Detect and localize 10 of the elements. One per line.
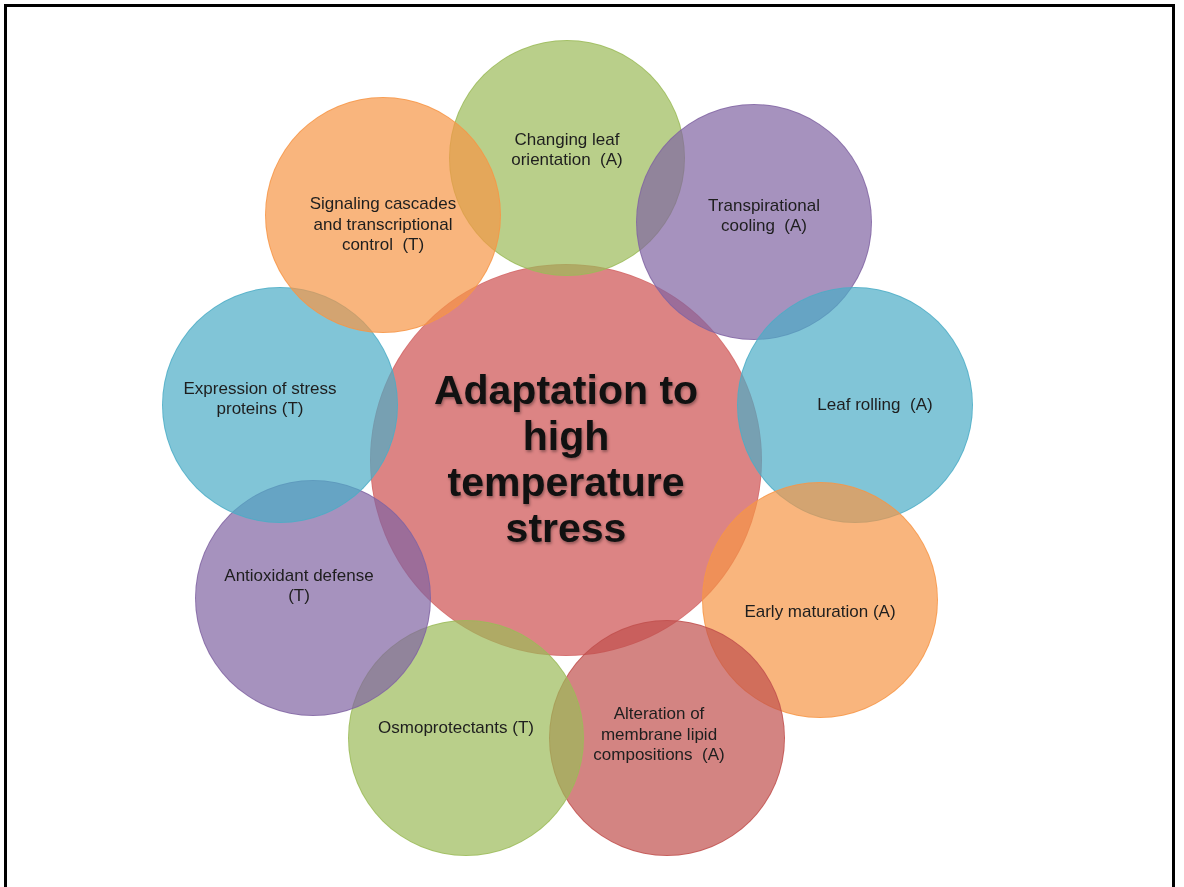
central-title: Adaptation to high temperature stress (432, 368, 700, 552)
circle-label: Early maturation (A) (744, 601, 896, 623)
circle-label: Alteration of membrane lipid compositions (A) (592, 704, 726, 766)
circle-label: Osmoprotectants (T) (378, 717, 534, 739)
circle-label: Changing leaf orientation (A) (510, 129, 624, 171)
circle-label: Antioxidant defense (T) (223, 565, 375, 607)
circle-label: Leaf rolling (A) (817, 394, 933, 416)
circle-label: Transpirational cooling (A) (707, 195, 821, 237)
circle-label: Expression of stress proteins (T) (182, 378, 338, 420)
circle-label: Signaling cascades and transcriptional control (T) (308, 194, 458, 256)
